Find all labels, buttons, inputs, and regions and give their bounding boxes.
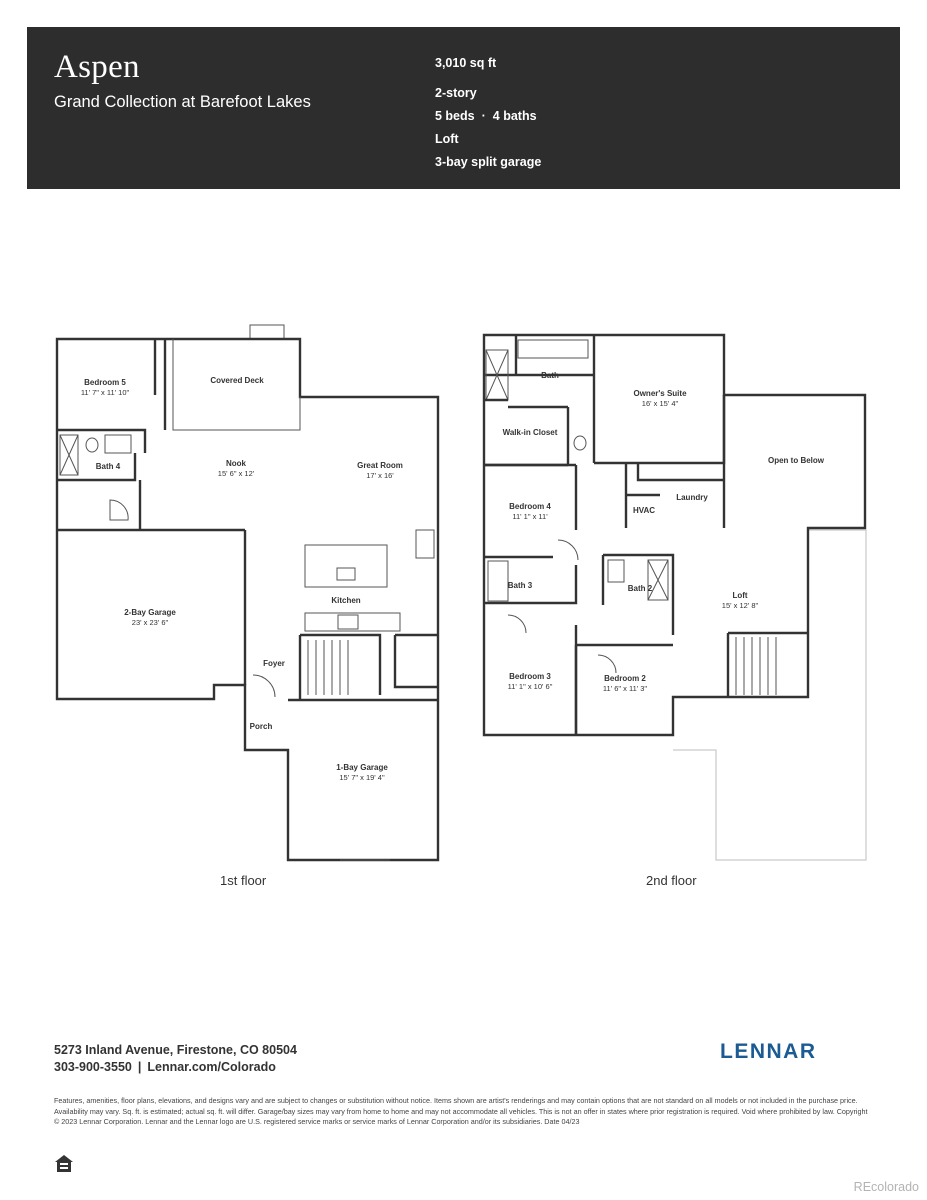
second-floor-outline — [482, 333, 867, 737]
vanity — [104, 434, 132, 454]
room-label: Open to Below — [768, 456, 825, 465]
room-label: Bedroom 5 — [84, 378, 126, 387]
room-label: Great Room — [357, 461, 403, 470]
room-label: Bath 2 — [628, 584, 653, 593]
spec-stories: 2-story — [435, 86, 477, 100]
room-dim: 16' x 15' 4" — [642, 399, 679, 408]
lower-level-ghost — [673, 529, 867, 861]
bath4-wall — [57, 453, 137, 482]
room-label: HVAC — [633, 506, 655, 515]
second-floor-label: 2nd floor — [646, 873, 697, 888]
range — [337, 614, 359, 630]
room-label: 2-Bay Garage — [124, 608, 176, 617]
plan-specs: 3,010 sq ft 2-story 5 beds·4 baths Loft … — [435, 52, 541, 174]
community-name: Grand Collection at Barefoot Lakes — [54, 93, 311, 111]
spec-sqft: 3,010 sq ft — [435, 56, 497, 70]
tub — [487, 560, 509, 602]
room-label: Loft — [732, 591, 747, 600]
room-label: Bedroom 2 — [604, 674, 646, 683]
room-label: Foyer — [263, 659, 285, 668]
first-floor-plan: Bedroom 5 11' 7" x 11' 10" Covered Deck … — [55, 324, 440, 862]
spec-baths: 4 baths — [492, 109, 537, 123]
stair-walls — [298, 633, 382, 700]
spec-garage: 3-bay split garage — [435, 155, 542, 169]
spec-loft: Loft — [435, 132, 459, 146]
fridge — [415, 529, 435, 559]
shower — [59, 434, 79, 476]
room-label: Covered Deck — [210, 376, 264, 385]
room-label: Bedroom 4 — [509, 502, 551, 511]
garage2-wall — [57, 528, 247, 685]
tub — [647, 559, 669, 601]
second-floor-plan: Bath Owner's Suite 16' x 15' 4" Walk-in … — [482, 333, 867, 861]
stairs — [735, 637, 777, 695]
plan-name: Aspen — [54, 49, 140, 85]
phone-link[interactable]: 303-900-3550 — [54, 1060, 132, 1074]
room-dim: 15' x 12' 8" — [722, 601, 759, 610]
toilet — [573, 435, 587, 451]
legal-disclaimer: Features, amenities, floor plans, elevat… — [54, 1096, 868, 1127]
room-label: Bath 4 — [96, 462, 121, 471]
spec-beds-baths: 5 beds · 4 baths — [435, 105, 541, 128]
spec-separator: · — [481, 109, 486, 123]
bedroom5-wall — [57, 428, 147, 453]
room-label: Bedroom 3 — [509, 672, 551, 681]
room-label: Kitchen — [331, 596, 360, 605]
room-label: Porch — [250, 722, 273, 731]
contact-separator: | — [137, 1060, 142, 1074]
room-dim: 11' 1" x 11' — [512, 512, 548, 521]
website-link[interactable]: Lennar.com/Colorado — [147, 1060, 276, 1074]
lennar-logo: LENNAR — [720, 1040, 817, 1063]
equal-housing-icon — [55, 1155, 73, 1172]
room-dim: 11' 7" x 11' 10" — [81, 388, 130, 397]
room-dim: 15' 7" x 19' 4" — [339, 773, 385, 782]
bedroom5-side — [153, 339, 167, 430]
room-dim: 11' 6" x 11' 3" — [603, 684, 648, 693]
plan-header: Aspen Grand Collection at Barefoot Lakes… — [27, 27, 900, 189]
room-label: Laundry — [676, 493, 708, 502]
front-door-swing — [252, 674, 276, 698]
sink — [336, 567, 356, 581]
room-label: 1-Bay Garage — [336, 763, 388, 772]
deck-step — [249, 324, 285, 340]
double-vanity — [517, 339, 589, 359]
community-address: 5273 Inland Avenue, Firestone, CO 80504 — [54, 1043, 297, 1057]
room-dim: 17' x 16' — [366, 471, 394, 480]
room-dim: 23' x 23' 6" — [132, 618, 169, 627]
spec-beds: 5 beds — [435, 109, 475, 123]
toilet — [85, 437, 99, 453]
room-label: Nook — [226, 459, 247, 468]
deck-walls — [172, 339, 301, 431]
kitchen-counter — [304, 612, 401, 632]
room-dim: 11' 1" x 10' 6" — [508, 682, 553, 691]
first-floor-label: 1st floor — [220, 873, 267, 888]
contact-row: 303-900-3550 | Lennar.com/Colorado — [54, 1060, 276, 1074]
door-swing — [109, 499, 129, 521]
source-watermark: REcolorado — [853, 1180, 919, 1194]
room-label: Bath 3 — [508, 581, 533, 590]
room-label: Walk-in Closet — [503, 428, 558, 437]
bedroom4-walls — [484, 463, 578, 559]
room-label: Bath — [541, 371, 559, 380]
kitchen-island — [304, 544, 388, 588]
stairs — [307, 640, 349, 695]
room-dim: 15' 6" x 12' — [218, 469, 255, 478]
room-label: Owner's Suite — [633, 389, 687, 398]
